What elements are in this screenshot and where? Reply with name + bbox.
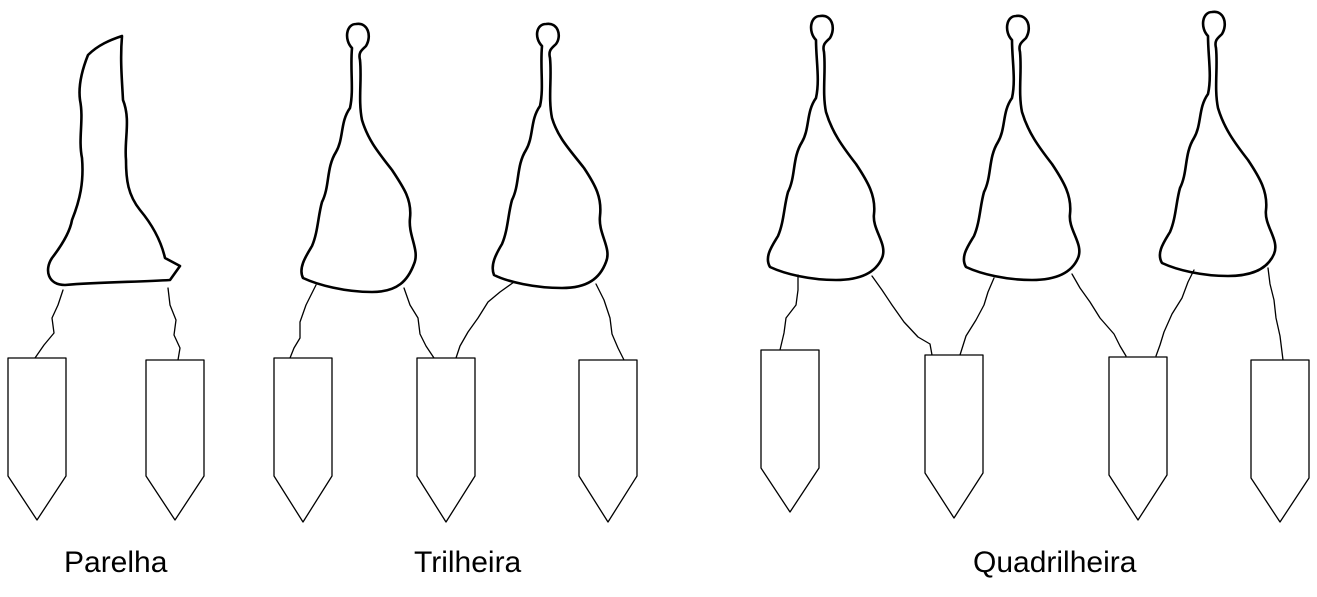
animal-body [493,24,608,288]
trace-left [35,290,63,358]
trace-right [168,288,180,360]
trace-right [596,284,624,360]
caption-trilheira: Trilheira [414,548,521,578]
animal-body [48,36,180,285]
group-quadrilheira [761,12,1309,522]
stake [761,350,819,512]
trace [872,276,932,355]
trace [1072,274,1126,356]
caption-quadrilheira: Quadrilheira [973,548,1136,578]
stake [579,360,637,522]
animal-body [768,16,883,280]
trace-left [290,285,316,358]
trace-center-left [404,288,434,358]
trace [780,275,798,350]
stake [8,358,66,520]
stake [417,358,475,522]
animal-body [301,24,415,292]
stake [925,355,983,518]
stake [146,360,204,520]
stake [1109,357,1167,520]
group-parelha [8,36,204,520]
animal-body [1160,12,1275,276]
caption-parelha: Parelha [64,548,167,578]
stake [274,358,332,522]
trace-center-right [456,282,514,358]
trace [960,278,994,355]
animal-body [964,16,1079,280]
stake [1251,360,1309,522]
trace [1156,270,1194,356]
group-trilheira [274,24,637,522]
trace [1268,268,1283,360]
